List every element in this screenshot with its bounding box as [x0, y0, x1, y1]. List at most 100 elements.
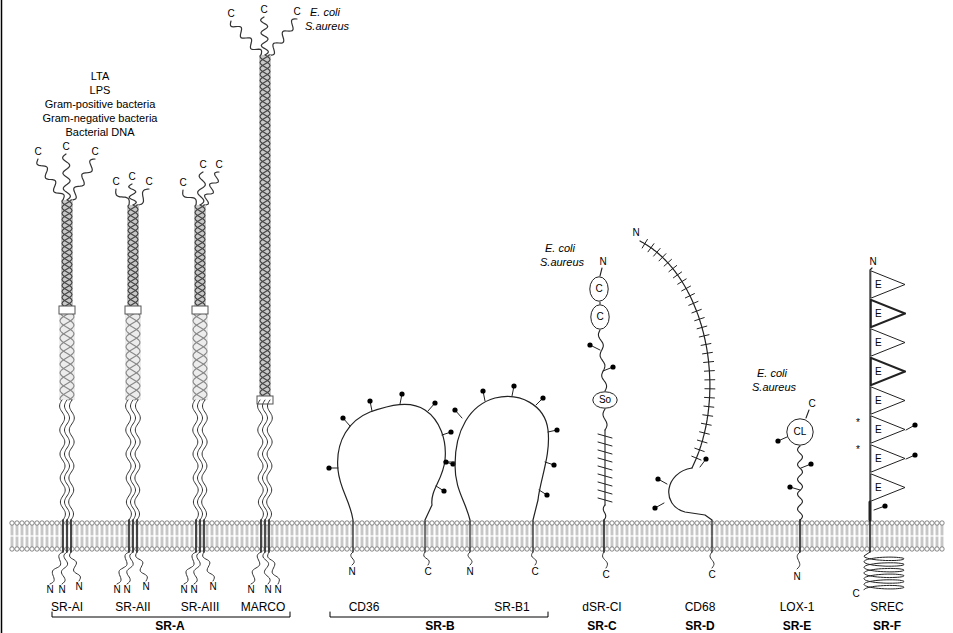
lipid-head [910, 521, 914, 525]
cysteine-domain: C [590, 304, 610, 330]
lipid-head [335, 547, 339, 551]
helix-band [125, 310, 141, 400]
domain-label: E [870, 396, 882, 406]
lipid-head [495, 521, 499, 525]
lipid-head [175, 547, 179, 551]
domain-label: E [870, 309, 882, 319]
lipid-head [330, 547, 334, 551]
cytoplasmic-tail [70, 552, 81, 581]
linker [806, 410, 809, 418]
cytoplasmic-tail [251, 552, 261, 584]
lipid-head [910, 547, 914, 551]
lipid-head [550, 547, 554, 551]
cytoplasmic-tail [263, 552, 270, 584]
spacer-region [267, 400, 273, 520]
lipid-head [855, 521, 859, 525]
lipid-head [25, 521, 29, 525]
lipid-head [210, 521, 214, 525]
lipid-head [925, 547, 929, 551]
terminus-label: N [869, 257, 876, 267]
lipid-head [170, 547, 174, 551]
spacer-region [202, 400, 208, 520]
lipid-head [440, 547, 444, 551]
lipid-head [270, 521, 274, 525]
domain-label: E [870, 338, 882, 348]
lipid-head [305, 521, 309, 525]
lipid-head [320, 547, 324, 551]
terminus-label: N [142, 582, 149, 592]
lipid-head [585, 547, 589, 551]
lipid-head [50, 521, 54, 525]
lipid-head [760, 521, 764, 525]
lipid-head [515, 521, 519, 525]
lipid-head [295, 547, 299, 551]
lipid-head [405, 521, 409, 525]
glycan-dot [655, 476, 660, 481]
lipid-head [330, 521, 334, 525]
lipid-head [760, 547, 764, 551]
cysteine-rich-domain [116, 189, 130, 205]
lipid-head [635, 521, 639, 525]
pathogen-label: S.aureus [752, 382, 796, 393]
domain-outline [593, 392, 617, 408]
receptor-name: MARCO [241, 601, 286, 613]
lipid-head [515, 547, 519, 551]
lipid-head [895, 547, 899, 551]
lipid-head [610, 521, 614, 525]
lipid-head [700, 521, 704, 525]
lipid-head [495, 547, 499, 551]
lipid-head [520, 521, 524, 525]
terminus-label: N [58, 585, 65, 595]
lipid-head [700, 547, 704, 551]
terminus-label: N [209, 582, 216, 592]
lipid-head [715, 521, 719, 525]
helix-strand [62, 200, 72, 310]
terminus-label: N [599, 257, 606, 267]
cytoplasmic-tail [468, 552, 472, 565]
lipid-head [935, 547, 939, 551]
lipid-head [375, 547, 379, 551]
extracellular-loop [455, 397, 549, 552]
lipid-head [280, 547, 284, 551]
lipid-head [145, 521, 149, 525]
lipid-head [20, 521, 24, 525]
lipid-head [505, 521, 509, 525]
lipid-head [660, 521, 664, 525]
egf-repeat: E [870, 299, 906, 328]
terminus-label: C [227, 9, 234, 19]
helix-strand [128, 205, 138, 310]
cysteine-rich-domain [269, 19, 297, 55]
class-name: SR-C [587, 620, 616, 632]
lipid-head [305, 547, 309, 551]
lipid-head [380, 521, 384, 525]
lipid-head [725, 521, 729, 525]
egf-triangle [871, 300, 905, 327]
lipid-head [665, 547, 669, 551]
lipid-head [840, 521, 844, 525]
lipid-head [595, 547, 599, 551]
lipid-head [640, 547, 644, 551]
lipid-head [490, 521, 494, 525]
terminus-label: C [91, 147, 98, 157]
lipid-head [225, 521, 229, 525]
terminus-label: N [264, 585, 271, 595]
helix-strand [62, 200, 72, 310]
egf-triangle [871, 445, 905, 472]
domain-outline [787, 419, 813, 445]
ligand-label: Gram-positive bacteria [45, 99, 156, 110]
lipid-head [220, 547, 224, 551]
lipid-head [75, 521, 79, 525]
lipid-head [45, 521, 49, 525]
lipid-head [645, 521, 649, 525]
lipid-head [720, 547, 724, 551]
cysteine-rich-domain [183, 190, 197, 205]
egf-repeat: E [870, 328, 906, 357]
egf-repeat: E [870, 444, 906, 473]
lipid-head [555, 521, 559, 525]
lipid-head [90, 547, 94, 551]
lipid-head [450, 547, 454, 551]
lipid-head [575, 521, 579, 525]
lipid-head [770, 521, 774, 525]
lipid-head [635, 547, 639, 551]
mucin-ticks [598, 434, 612, 502]
